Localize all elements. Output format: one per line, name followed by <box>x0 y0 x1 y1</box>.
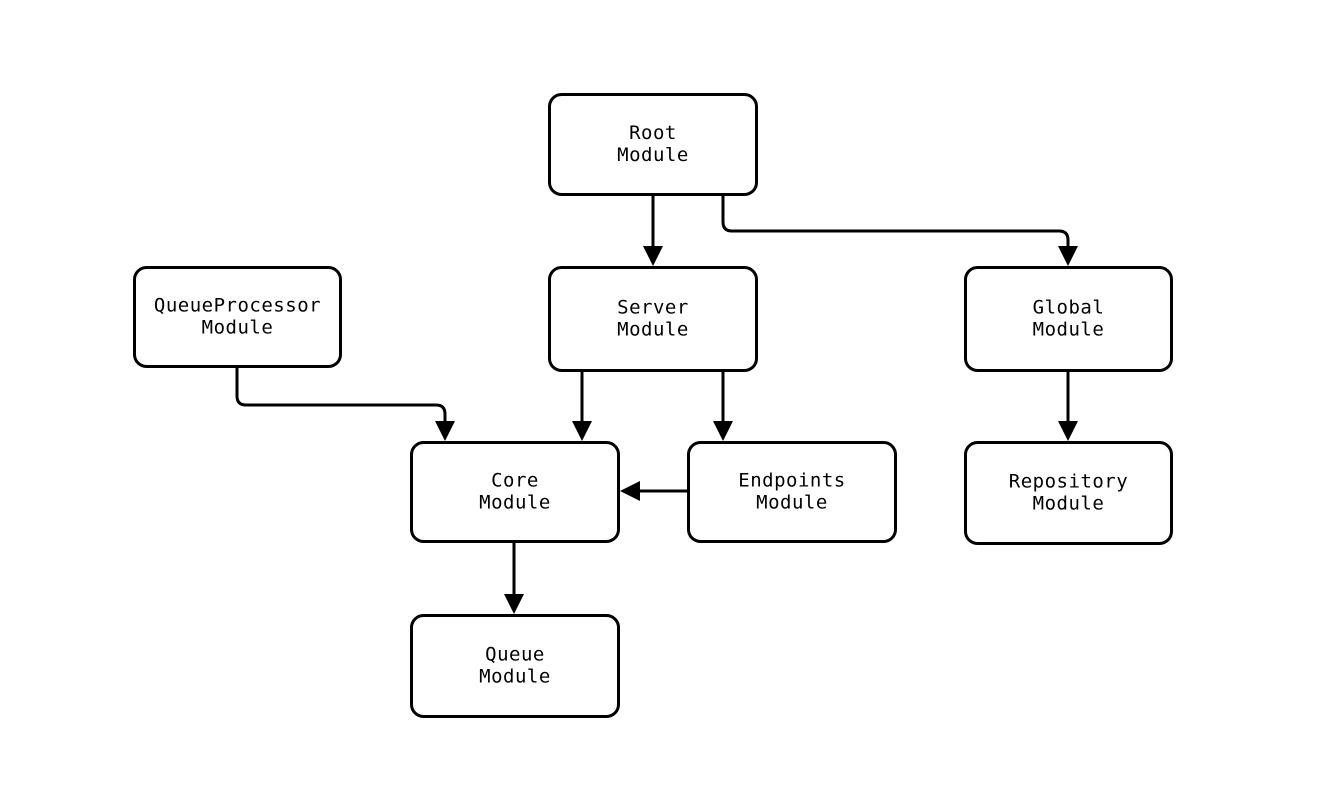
edge-endpoints-to-core <box>620 481 687 501</box>
arrowhead-icon <box>504 594 524 614</box>
node-label-line2: Module <box>617 144 689 166</box>
node-label-line1: Root <box>629 122 677 144</box>
node-label-line1: Core <box>491 470 539 492</box>
node-label-line2: Module <box>479 492 551 514</box>
edge-server-to-core <box>572 372 592 441</box>
arrowhead-icon <box>435 421 455 441</box>
node-box[interactable] <box>964 266 1173 372</box>
arrowhead-icon <box>713 421 733 441</box>
edge-layer <box>235 196 1078 614</box>
arrowhead-icon <box>1058 246 1078 266</box>
node-box[interactable] <box>548 93 758 196</box>
node-label-line2: Module <box>1033 319 1105 341</box>
node-box[interactable] <box>687 441 897 543</box>
node-label-line1: Repository <box>1009 471 1128 493</box>
node-label-line2: Module <box>1033 493 1105 515</box>
node-label-line1: QueueProcessor <box>154 295 321 317</box>
node-label-line2: Module <box>202 317 274 339</box>
edge-line <box>721 196 1070 254</box>
edge-server-to-endpoints <box>713 372 733 441</box>
edge-root-to-global <box>721 196 1078 266</box>
node-label-line1: Endpoints <box>738 470 845 492</box>
node-box[interactable] <box>410 441 620 543</box>
node-label-line1: Queue <box>485 644 545 666</box>
arrowhead-icon <box>1058 421 1078 441</box>
edge-line <box>235 368 447 429</box>
arrowhead-icon <box>620 481 640 501</box>
node-label-line1: Server <box>617 297 689 319</box>
node-box[interactable] <box>133 266 342 368</box>
arrowhead-icon <box>643 246 663 266</box>
node-box[interactable] <box>410 614 620 718</box>
edge-core-to-queue <box>504 543 524 614</box>
edge-queueprocessor-to-core <box>235 368 455 441</box>
node-box[interactable] <box>548 266 758 372</box>
node-layer: RootModuleQueueProcessorModuleServerModu… <box>133 93 1173 718</box>
edge-root-to-server <box>643 196 663 266</box>
node-label-line2: Module <box>617 319 689 341</box>
edge-global-to-repository <box>1058 372 1078 441</box>
arrowhead-icon <box>572 421 592 441</box>
node-label-line1: Global <box>1033 297 1105 319</box>
node-label-line2: Module <box>756 492 828 514</box>
node-label-line2: Module <box>479 666 551 688</box>
node-box[interactable] <box>964 441 1173 545</box>
